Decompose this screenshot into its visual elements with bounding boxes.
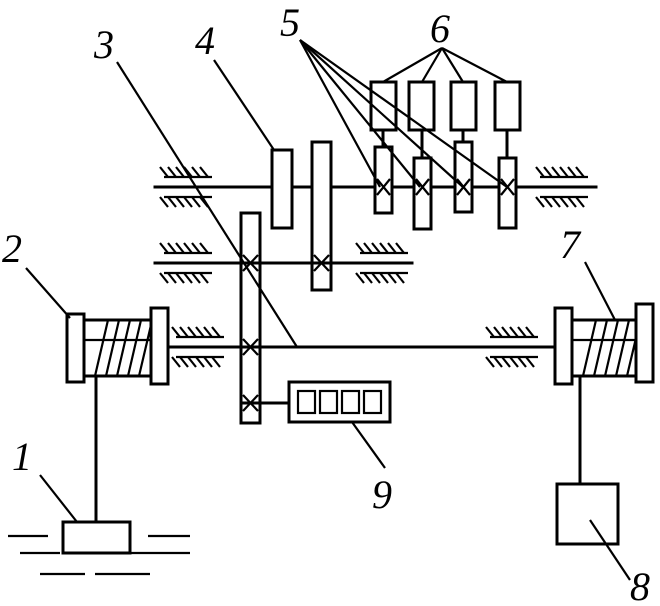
label-5: 5 — [280, 0, 300, 45]
gear-upper-large — [310, 140, 333, 292]
label-8: 8 — [630, 564, 650, 606]
clutch-gear-a — [373, 145, 394, 215]
leader-5b — [299, 39, 421, 188]
leader-3 — [116, 61, 298, 348]
leader-7 — [584, 261, 616, 321]
leader-6b — [421, 47, 443, 83]
leader-9 — [351, 421, 386, 469]
leader-5c — [299, 39, 464, 188]
bearing-middle-right — [355, 242, 408, 284]
leader-4 — [213, 59, 275, 151]
bearing-lower-left — [171, 326, 224, 368]
bearing-upper-right — [535, 166, 588, 208]
block-1 — [61, 520, 132, 555]
water-lines — [8, 534, 190, 576]
leader-2 — [25, 267, 71, 319]
leader-1 — [39, 474, 78, 523]
leader-6c — [441, 47, 464, 83]
gear-4 — [270, 148, 294, 230]
label-7: 7 — [560, 222, 582, 267]
leader-6a — [382, 47, 443, 83]
bearing-upper-left — [159, 166, 212, 208]
actuator-d — [493, 80, 522, 160]
leader-5d — [299, 39, 508, 188]
label-1: 1 — [12, 434, 32, 479]
label-2: 2 — [2, 226, 22, 271]
label-6: 6 — [430, 6, 450, 51]
actuator-b — [407, 80, 436, 160]
block-8 — [555, 482, 620, 546]
clutch-gear-d — [497, 156, 518, 230]
label-4: 4 — [195, 18, 215, 63]
clutch-gear-b — [412, 156, 433, 231]
label-9: 9 — [372, 472, 392, 517]
label-3: 3 — [93, 22, 114, 67]
counter-9 — [258, 380, 392, 424]
leader-5a — [299, 39, 381, 188]
bearing-lower-right — [485, 326, 538, 368]
leader-8 — [589, 519, 631, 581]
vertical-gear — [239, 211, 262, 425]
drum-7 — [553, 302, 655, 386]
leader-6d — [441, 47, 508, 83]
bearing-middle-left — [159, 242, 212, 284]
drum-2 — [65, 306, 170, 386]
actuator-c — [449, 80, 478, 144]
